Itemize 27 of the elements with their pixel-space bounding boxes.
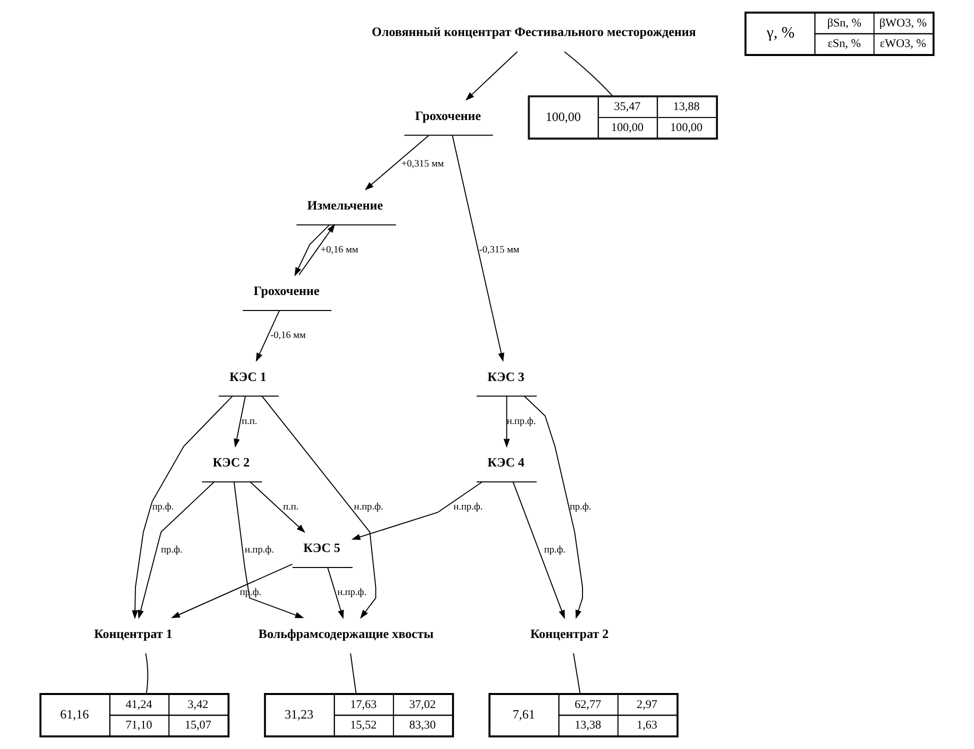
node-text: КЭС 2 <box>212 455 250 470</box>
edge-label: п.п. <box>283 501 299 512</box>
edge-label: +0,315 мм <box>401 158 444 170</box>
edge-label: н.пр.ф. <box>337 587 367 598</box>
node-text: Вольфрамсодержащие хвосты <box>258 626 434 641</box>
node-text: Измельчение <box>307 198 383 212</box>
edge-label: пр.ф. <box>544 544 566 556</box>
node-text: КЭС 5 <box>303 541 340 556</box>
edge-label: пр.ф. <box>570 501 592 512</box>
node-text: Грохочение <box>254 284 320 298</box>
node-text: Концентрат 2 <box>530 626 609 641</box>
edge-label: -0,16 мм <box>270 330 306 342</box>
edge-label: н.пр.ф. <box>354 501 384 512</box>
node-text: Оловянный концентрат Фестивального месторождения <box>372 25 696 40</box>
edge-label: -0,315 мм <box>479 244 520 256</box>
node-text: Грохочение <box>415 108 481 123</box>
edge-label: н.пр.ф. <box>454 501 483 512</box>
edge-label: н.пр.ф. <box>244 544 274 556</box>
node-text: Концентрат 1 <box>94 626 172 641</box>
edge-label: н.пр.ф. <box>506 416 536 427</box>
edge-label: пр.ф. <box>152 501 174 512</box>
edge-label: +0,16 мм <box>320 244 358 256</box>
edge-label: пр.ф. <box>161 544 183 556</box>
node-text: КЭС 1 <box>229 370 266 384</box>
node-text: КЭС 4 <box>487 455 524 470</box>
node-text: КЭС 3 <box>487 370 524 384</box>
edge-label: п.п. <box>242 416 258 427</box>
